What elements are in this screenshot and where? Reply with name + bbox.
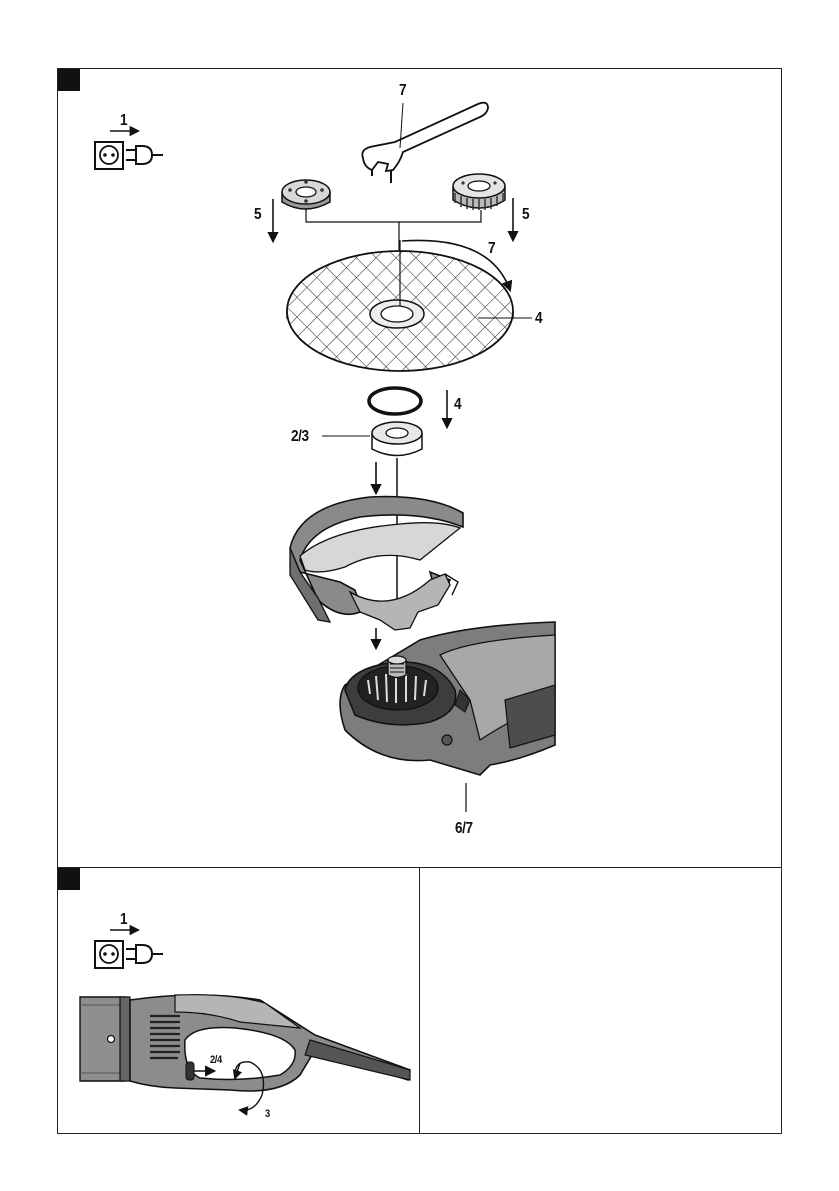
wheel-guard	[290, 497, 463, 630]
o-ring	[369, 388, 421, 414]
callout-flange: 2/3	[291, 428, 309, 446]
unplug-icon-2	[95, 930, 163, 968]
grinder-head	[340, 622, 555, 775]
flange-nut-left	[282, 180, 330, 209]
plug-icon	[126, 146, 163, 164]
grinder-handle	[80, 995, 410, 1111]
support-flange	[372, 422, 422, 456]
callout-press: 2/4	[210, 1054, 222, 1066]
unplug-icon	[95, 131, 163, 169]
callout-flange-nut-left: 5	[254, 206, 261, 224]
callout-step-1-panel2: 1	[120, 911, 127, 929]
cutting-disc	[287, 240, 513, 371]
callout-wrench: 7	[399, 82, 406, 100]
wrench	[362, 103, 488, 183]
callout-rotate-panel2: 3	[265, 1108, 270, 1120]
flange-nut-right	[453, 174, 505, 210]
callout-rotate: 7	[488, 240, 495, 258]
callout-disc: 4	[535, 310, 542, 328]
callout-flange-nut-right: 5	[522, 206, 529, 224]
callout-spindle: 6/7	[455, 820, 473, 838]
callout-o-ring: 4	[454, 396, 461, 414]
callout-step-1: 1	[120, 112, 127, 130]
